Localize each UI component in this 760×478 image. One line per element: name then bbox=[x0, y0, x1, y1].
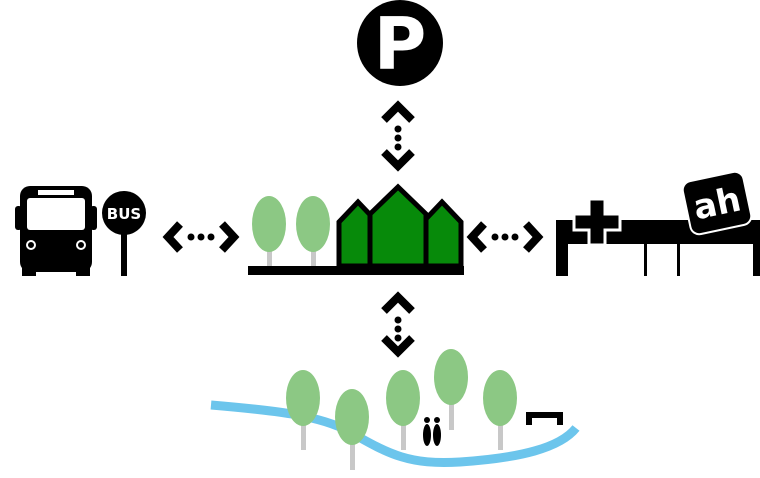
supermarket-logo-label: ah bbox=[690, 180, 744, 229]
albert-heijn-logo-icon: ah bbox=[681, 170, 753, 236]
pharmacy-cross-icon bbox=[572, 197, 622, 247]
tree-icon bbox=[335, 389, 369, 470]
people-icon bbox=[423, 417, 441, 446]
parking-icon: P bbox=[357, 0, 443, 86]
double-arrow-dots-icon bbox=[162, 221, 240, 253]
tree-icon bbox=[483, 370, 517, 450]
bench-icon bbox=[526, 412, 563, 425]
double-arrow-dots-icon bbox=[381, 100, 415, 172]
tree-icon bbox=[386, 370, 420, 450]
double-arrow-dots-icon bbox=[466, 221, 544, 253]
parking-label: P bbox=[374, 2, 427, 86]
double-arrow-dots-icon bbox=[381, 291, 415, 358]
tree-icon bbox=[286, 370, 320, 450]
bus-icon bbox=[15, 186, 97, 276]
bus-sign-label: BUS bbox=[107, 205, 141, 223]
residential-houses-with-trees-icon bbox=[248, 183, 464, 275]
tree-icon bbox=[434, 349, 468, 430]
bus-stop-sign-icon: BUS bbox=[102, 191, 146, 276]
park-with-trees-river-people-bench-icon bbox=[210, 349, 580, 470]
